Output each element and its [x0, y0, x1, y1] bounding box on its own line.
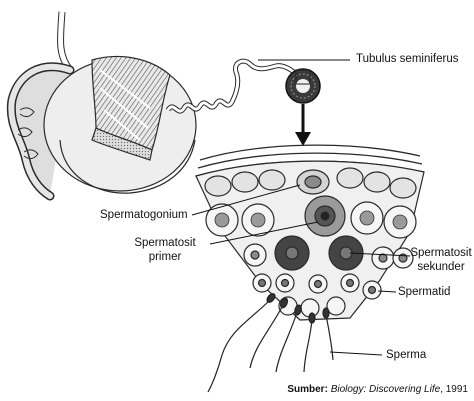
tubulus-cross-section — [285, 68, 321, 104]
label-spermatosit-sekunder-line1: Spermatosit — [410, 247, 472, 259]
label-sperma: Sperma — [386, 349, 427, 361]
label-spermatosit-primer-line1: Spermatosit — [134, 237, 196, 249]
leader-spermatosit-sekunder — [349, 252, 411, 257]
zoom-arrow — [295, 104, 311, 146]
source-year: , 1991 — [440, 384, 468, 395]
label-spermatogonium: Spermatogonium — [100, 209, 188, 221]
testis-illustration — [6, 11, 304, 201]
enlarged-tubule-wedge — [195, 144, 425, 321]
source-prefix: Sumber: — [287, 384, 328, 395]
source-title: Biology: Discovering Life — [330, 384, 441, 395]
leader-spermatogonium — [191, 184, 301, 216]
leader-sperma — [329, 351, 383, 356]
source-credit: Sumber: Biology: Discovering Life, 1991 — [287, 384, 468, 395]
label-spermatid: Spermatid — [398, 286, 451, 298]
leader-spermatid — [377, 290, 397, 293]
label-spermatosit-primer: Spermatosit primer — [123, 236, 207, 264]
label-spermatosit-sekunder-line2: sekunder — [417, 261, 465, 273]
label-tubulus-seminiferus: Tubulus seminiferus — [356, 53, 459, 65]
label-spermatosit-sekunder: Spermatosit sekunder — [410, 246, 472, 274]
leader-lines — [191, 184, 411, 356]
leader-spermatosit-primer — [209, 221, 319, 245]
label-spermatosit-primer-line2: primer — [148, 251, 182, 263]
sperm-cells — [207, 293, 334, 393]
